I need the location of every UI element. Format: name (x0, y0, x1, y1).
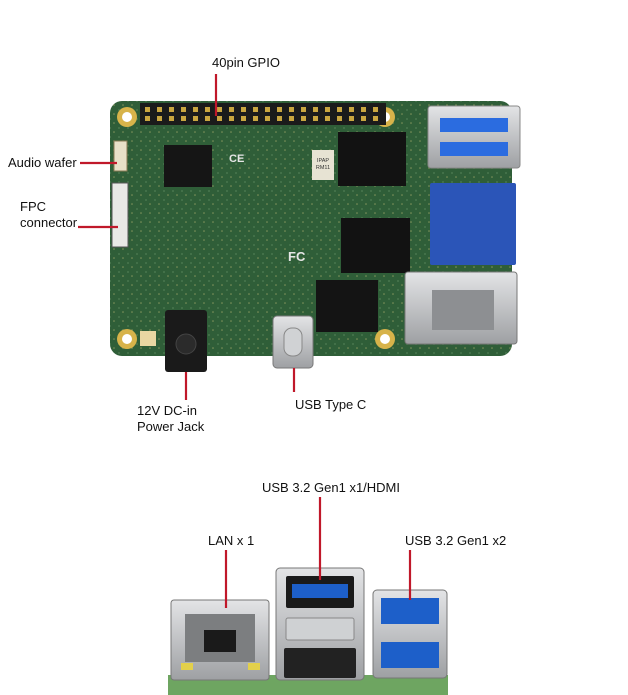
chip (312, 150, 334, 180)
gpio-pin (145, 107, 150, 112)
usb-stack-port (427, 105, 521, 169)
gpio-pin (241, 116, 246, 121)
gpio-pin (217, 116, 222, 121)
gpio-pin (241, 107, 246, 112)
dual-usb-closeup (372, 589, 448, 679)
gpio-pin (229, 107, 234, 112)
label-usb-x2: USB 3.2 Gen1 x2 (405, 533, 507, 548)
gpio-pin (181, 107, 186, 112)
label-fpc-connector: FPC connector (20, 199, 78, 230)
gpio-pin (337, 107, 342, 112)
gpio-pin (157, 116, 162, 121)
gpio-pin (169, 116, 174, 121)
lan-port-closeup (170, 599, 270, 681)
gpio-pin (373, 116, 378, 121)
gpio-pin (349, 116, 354, 121)
gpio-pin (169, 107, 174, 112)
gpio-pin (361, 107, 366, 112)
gpio-pin (205, 107, 210, 112)
gpio-pin (253, 107, 258, 112)
label-lan: LAN x 1 (208, 533, 255, 548)
usb-type-c-port (272, 315, 314, 369)
gpio-pin (301, 107, 306, 112)
gpio-pin (217, 107, 222, 112)
gpio-pin (265, 107, 270, 112)
label-usb-hdmi: USB 3.2 Gen1 x1/HDMI (262, 480, 400, 495)
gpio-pin (325, 107, 330, 112)
gpio-pin (277, 107, 282, 112)
gpio-pin (361, 116, 366, 121)
fpc-connector (111, 182, 129, 248)
ce-mark: CE (229, 153, 244, 165)
gpio-pin (145, 116, 150, 121)
gpio-pin (181, 116, 186, 121)
gpio-header (140, 103, 386, 125)
label-usb-type-c: USB Type C (295, 397, 367, 412)
gpio-pin (301, 116, 306, 121)
gpio-pin (289, 116, 294, 121)
mounting-holes (117, 107, 395, 349)
gpio-pin (277, 116, 282, 121)
gpio-pin (337, 116, 342, 121)
label-gpio: 40pin GPIO (212, 55, 280, 70)
gpio-pin (253, 116, 258, 121)
gpio-pin (313, 116, 318, 121)
ports-closeup (168, 567, 448, 695)
label-audio-wafer: Audio wafer (8, 155, 77, 170)
gpio-pin (157, 107, 162, 112)
chip (338, 132, 406, 186)
gpio-pin (325, 116, 330, 121)
gpio-pin (313, 107, 318, 112)
chip (341, 218, 410, 273)
gpio-pin (205, 116, 210, 121)
gpio-pin (289, 107, 294, 112)
gpio-pin (349, 107, 354, 112)
blue-connector (430, 183, 516, 265)
gpio-pin (193, 116, 198, 121)
rj45-port (404, 271, 518, 345)
leader-lines-bottom (224, 497, 412, 608)
label-dc-in-power-jack: 12V DC-in Power Jack (137, 403, 205, 434)
audio-wafer-connector (113, 140, 128, 172)
chip (164, 145, 212, 187)
gpio-pin (229, 116, 234, 121)
usb-hdmi-stack-closeup (275, 567, 365, 681)
gpio-pin (265, 116, 270, 121)
gpio-pin (373, 107, 378, 112)
chip (316, 280, 378, 332)
fc-mark: FC (288, 249, 306, 264)
leader-lines-top (78, 74, 296, 400)
gpio-pin (193, 107, 198, 112)
